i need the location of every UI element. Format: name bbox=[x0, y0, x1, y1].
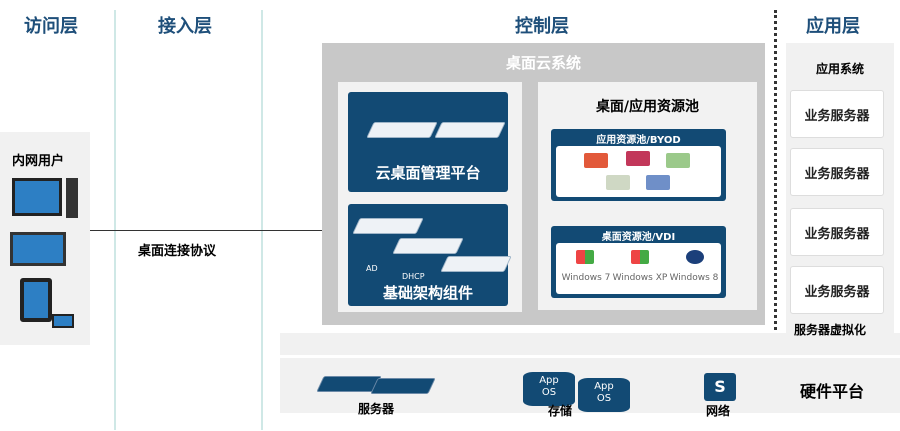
server-icon bbox=[440, 256, 512, 272]
virtualization-label: 服务器虚拟化 bbox=[794, 323, 867, 337]
server-icon bbox=[366, 122, 438, 138]
resource-pool-panel: 桌面/应用资源池 应用资源池/BYOD 桌面资源池/VDI Windows 7 … bbox=[538, 82, 757, 310]
network-switch-icon: S bbox=[704, 373, 736, 401]
user-label: 内网用户 bbox=[12, 154, 65, 169]
laptop-icon bbox=[10, 232, 66, 266]
user-panel: 内网用户 bbox=[0, 132, 90, 345]
business-server-card: 业务服务器 bbox=[790, 148, 884, 196]
network-label: 网络 bbox=[706, 404, 731, 418]
tablet-icon bbox=[20, 278, 52, 322]
infra-box: AD DHCP 基础架构组件 bbox=[348, 204, 512, 306]
layer-entry-title: 接入层 bbox=[158, 16, 212, 37]
desktop-cloud-system: 桌面云系统 云桌面管理平台 AD DHCP 基础架构组件 桌面/应用资源池 应用… bbox=[322, 43, 765, 325]
protocol-label: 桌面连接协议 bbox=[138, 244, 217, 259]
layer-control-title: 控制层 bbox=[515, 16, 569, 37]
cloud-title: 桌面云系统 bbox=[505, 54, 581, 72]
hardware-title: 硬件平台 bbox=[800, 382, 865, 401]
desktop-pc-icon bbox=[12, 178, 62, 216]
os-label: Windows XP bbox=[612, 273, 668, 283]
mgmt-label: 云桌面管理平台 bbox=[375, 164, 481, 182]
layer-access-title: 访问层 bbox=[24, 16, 78, 37]
vdi-label: 桌面资源池/VDI bbox=[601, 232, 676, 243]
storage-label: 存储 bbox=[548, 404, 573, 418]
server-label: 服务器 bbox=[358, 402, 395, 416]
windows-logo-icon bbox=[631, 250, 649, 264]
divider bbox=[114, 10, 116, 430]
app-icon bbox=[584, 153, 608, 168]
windows-logo-icon bbox=[576, 250, 594, 264]
business-server-card: 业务服务器 bbox=[790, 266, 884, 314]
mgmt-platform-box: 云桌面管理平台 bbox=[348, 92, 508, 192]
byod-pool: 应用资源池/BYOD bbox=[551, 129, 726, 201]
app-icon bbox=[626, 151, 650, 166]
business-server-card: 业务服务器 bbox=[790, 90, 884, 138]
windows-logo-icon bbox=[686, 250, 704, 264]
app-system-panel: 应用系统 业务服务器 业务服务器 业务服务器 业务服务器 bbox=[786, 43, 894, 333]
layer-application-title: 应用层 bbox=[806, 16, 860, 37]
app-icon bbox=[646, 175, 670, 190]
app-icon bbox=[666, 153, 690, 168]
os-label: Windows 8 bbox=[669, 273, 719, 283]
divider bbox=[774, 10, 777, 330]
app-icon bbox=[606, 175, 630, 190]
vdi-pool: 桌面资源池/VDI Windows 7 Windows XP Windows 8 bbox=[551, 226, 726, 298]
os-label: Windows 7 bbox=[561, 273, 611, 283]
phone-icon bbox=[52, 314, 74, 328]
dhcp-tag: DHCP bbox=[402, 272, 425, 281]
infra-label: 基础架构组件 bbox=[382, 284, 473, 302]
business-server-card: 业务服务器 bbox=[790, 208, 884, 256]
pool-title: 桌面/应用资源池 bbox=[595, 99, 700, 115]
server-icon bbox=[352, 218, 424, 234]
server-icon bbox=[370, 378, 436, 394]
ad-tag: AD bbox=[366, 264, 378, 273]
server-icon bbox=[392, 238, 464, 254]
server-icon bbox=[434, 122, 506, 138]
divider bbox=[261, 10, 263, 430]
app-system-title: 应用系统 bbox=[815, 62, 864, 76]
connection-line bbox=[90, 230, 335, 231]
byod-label: 应用资源池/BYOD bbox=[596, 135, 681, 146]
pc-tower-icon bbox=[66, 178, 78, 218]
virtualization-strip: 服务器虚拟化 bbox=[280, 323, 900, 355]
